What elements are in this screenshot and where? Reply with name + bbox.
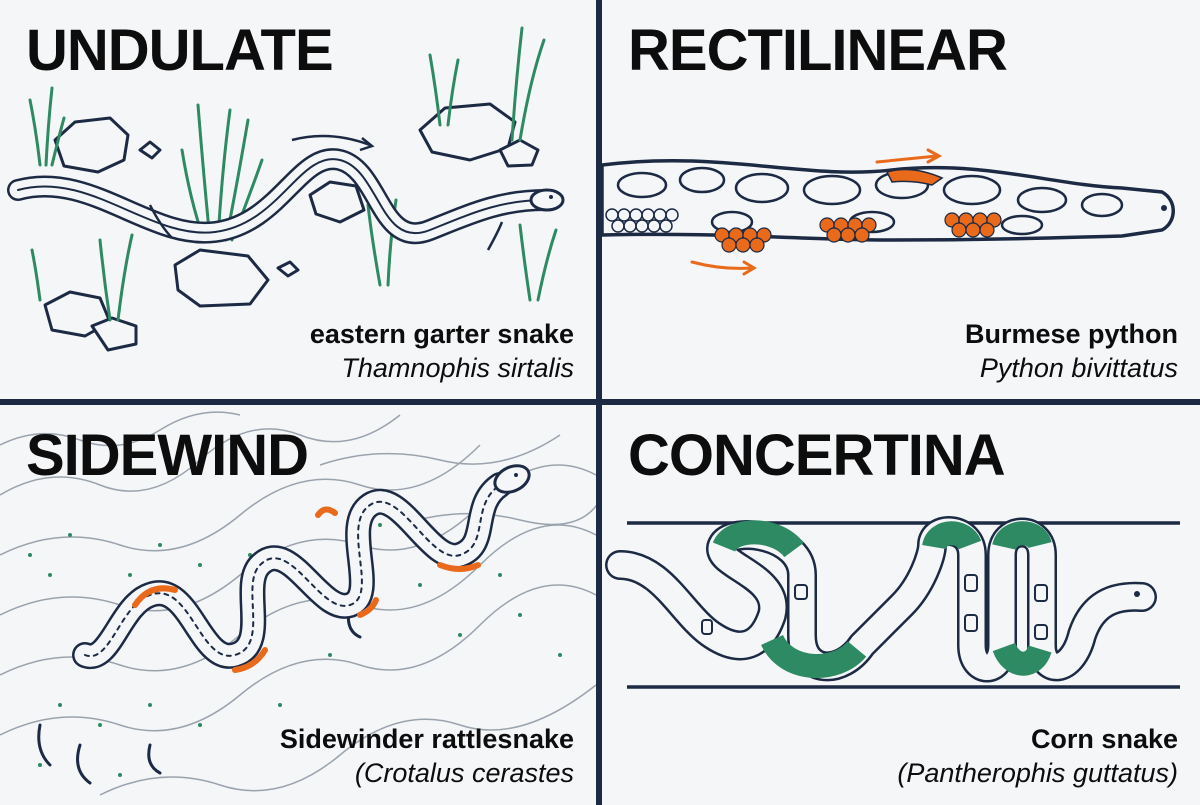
panel-title: UNDULATE	[26, 18, 334, 83]
panel-title: CONCERTINA	[628, 423, 1006, 488]
orange-scale-patch	[714, 212, 1002, 253]
anchor-segment	[712, 520, 1052, 678]
species-caption: Burmese python Python bivittatus	[965, 318, 1178, 386]
panel-concertina: CONCERTINA Corn snake (Pantherophis gutt…	[602, 405, 1200, 805]
snake-eye-icon	[1134, 591, 1140, 597]
corn-snake-icon	[605, 516, 1157, 683]
undulate-illustration	[7, 26, 565, 352]
snake-head-icon	[493, 464, 531, 494]
rectilinear-illustration	[602, 148, 1175, 276]
motion-arrow-icon	[148, 134, 504, 251]
common-name: Sidewinder rattlesnake	[279, 724, 574, 754]
common-name: Burmese python	[964, 319, 1178, 349]
species-caption: Sidewinder rattlesnake (Crotalus ceraste…	[280, 723, 574, 791]
snake-head-icon	[529, 188, 565, 212]
species-caption: Corn snake (Pantherophis guttatus)	[897, 723, 1178, 791]
panel-sidewind: SIDEWIND Sidewinder rattlesnake (Crotalu…	[0, 405, 596, 805]
panel-rectilinear: RECTILINEAR Burmese python Python bivitt…	[602, 0, 1200, 399]
garter-snake-icon	[7, 148, 556, 244]
rock-icon	[138, 140, 162, 160]
rock-icon	[308, 180, 366, 224]
species-caption: eastern garter snake Thamnophis sirtalis	[310, 318, 574, 386]
rock-icon	[90, 316, 138, 352]
contact-arrow-icon	[132, 506, 481, 673]
python-body-icon	[602, 158, 1175, 242]
sidewinder-snake-icon	[72, 472, 513, 669]
sidewind-illustration	[0, 411, 596, 796]
scientific-name: Python bivittatus	[979, 352, 1178, 383]
scientific-name: (Pantherophis guttatus)	[897, 757, 1178, 788]
horizontal-divider	[0, 399, 1200, 405]
concertina-illustration	[605, 516, 1180, 689]
motion-arrow-icon	[690, 148, 943, 276]
rock-icon	[173, 248, 270, 308]
common-name: Corn snake	[1030, 724, 1178, 754]
panel-undulate: UNDULATE eastern garter snake Thamnophis…	[0, 0, 596, 399]
common-name: eastern garter snake	[309, 319, 574, 349]
panel-title: RECTILINEAR	[628, 18, 1008, 83]
rock-icon	[276, 260, 300, 278]
rock-icon	[498, 138, 540, 168]
rock-icon	[53, 116, 130, 174]
scientific-name: Thamnophis sirtalis	[341, 352, 574, 383]
scientific-name: (Crotalus cerastes	[354, 757, 574, 788]
panel-title: SIDEWIND	[26, 423, 309, 488]
